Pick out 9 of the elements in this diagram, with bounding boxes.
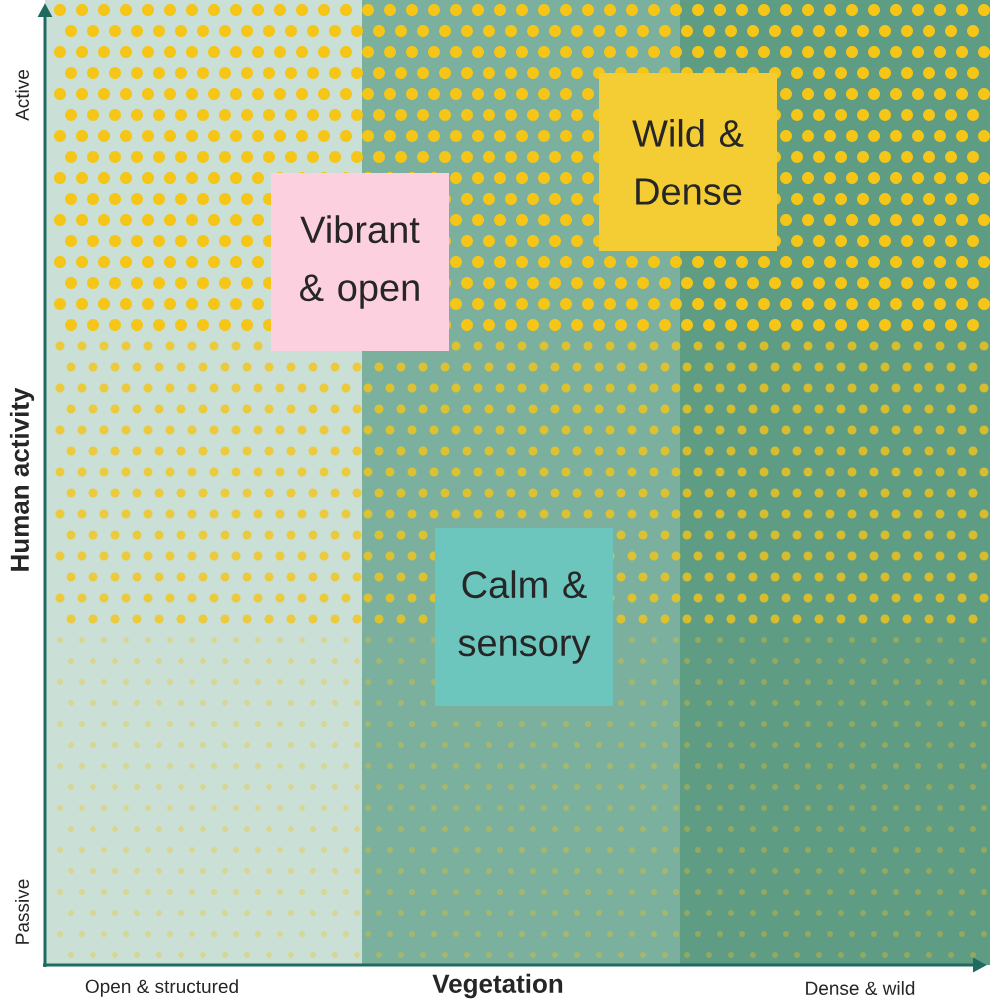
axis-end-label: Passive bbox=[15, 879, 29, 944]
sticky-note: Vibrant & open bbox=[271, 173, 449, 351]
axis-title: Vegetation bbox=[432, 973, 563, 999]
sticky-note: Calm & sensory bbox=[435, 528, 613, 706]
axis-title: Human activity bbox=[9, 387, 35, 571]
axis-end-label: Dense & wild bbox=[806, 981, 915, 995]
axis-end-label: Active bbox=[15, 69, 29, 121]
axis-end-label: Open & structured bbox=[85, 979, 238, 997]
sticky-note: Wild & Dense bbox=[599, 73, 777, 251]
